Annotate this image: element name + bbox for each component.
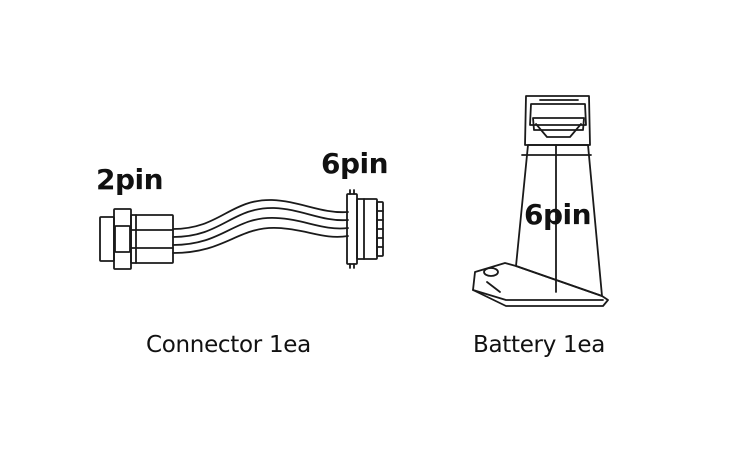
two-pin-plug: [99, 208, 174, 270]
connector-illustration: [99, 189, 384, 270]
connector-six-pin-label: 6pin: [321, 147, 389, 180]
battery-illustration: [472, 95, 609, 307]
connector-caption: Connector 1ea: [146, 332, 311, 358]
six-pin-plug: [346, 189, 384, 269]
battery-caption: Battery 1ea: [473, 332, 606, 358]
battery-base: [472, 262, 609, 307]
connector-wires: [172, 199, 349, 254]
battery-six-pin-label: 6pin: [524, 198, 592, 231]
battery-top-clip: [524, 95, 591, 146]
two-pin-label: 2pin: [96, 163, 164, 196]
